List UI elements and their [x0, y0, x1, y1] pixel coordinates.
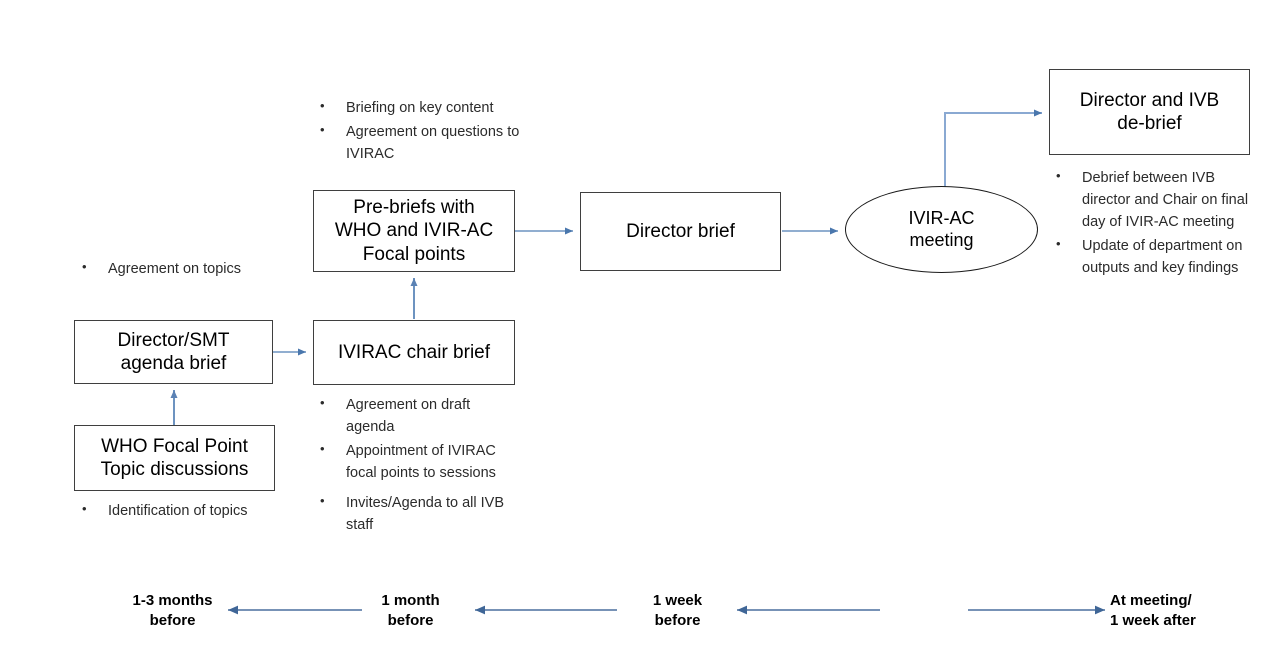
timeline-label-at-meeting-1-week-after: At meeting/ 1 week after [1110, 592, 1196, 629]
annotations-who-focal-point: Identification of topics [78, 499, 273, 524]
node-director-ivb-debrief[interactable]: Director and IVB de-brief [1049, 69, 1250, 155]
node-ivirac-chair-brief[interactable]: IVIRAC chair brief [313, 320, 515, 385]
bullet-item: Agreement on questions to IVIRAC [316, 120, 526, 165]
node-director-smt-agenda-brief[interactable]: Director/SMT agenda brief [74, 320, 273, 384]
annotations-pre-briefs: Briefing on key content Agreement on que… [316, 96, 526, 167]
bullet-item: Invites/Agenda to all IVB staff [316, 491, 521, 536]
node-ivir-ac-meeting[interactable]: IVIR-AC meeting [845, 186, 1038, 273]
bullet-item: Identification of topics [78, 499, 273, 522]
node-who-focal-point[interactable]: WHO Focal Point Topic discussions [74, 425, 275, 491]
annotations-debrief: Debrief between IVB director and Chair o… [1052, 166, 1252, 281]
bullet-item: Debrief between IVB director and Chair o… [1052, 166, 1252, 233]
node-pre-briefs[interactable]: Pre-briefs with WHO and IVIR-AC Focal po… [313, 190, 515, 272]
bullet-item: Appointment of IVIRAC focal points to se… [316, 439, 521, 484]
bullet-item: Agreement on draft agenda [316, 393, 521, 438]
annotations-ivirac-chair: Agreement on draft agenda Appointment of… [316, 393, 521, 538]
timeline-label-1-week-before: 1 week before [652, 592, 703, 629]
node-director-brief[interactable]: Director brief [580, 192, 781, 271]
timeline-label-1-month-before: 1 month before [381, 592, 440, 629]
bullet-item: Briefing on key content [316, 96, 526, 119]
annotations-director-smt: Agreement on topics [78, 257, 273, 282]
bullet-item: Agreement on topics [78, 257, 273, 280]
bullet-item: Update of department on outputs and key … [1052, 234, 1252, 279]
timeline-label-1-3-months-before: 1-3 months before [132, 592, 213, 629]
edge-meeting-to-debrief [944, 109, 1042, 188]
